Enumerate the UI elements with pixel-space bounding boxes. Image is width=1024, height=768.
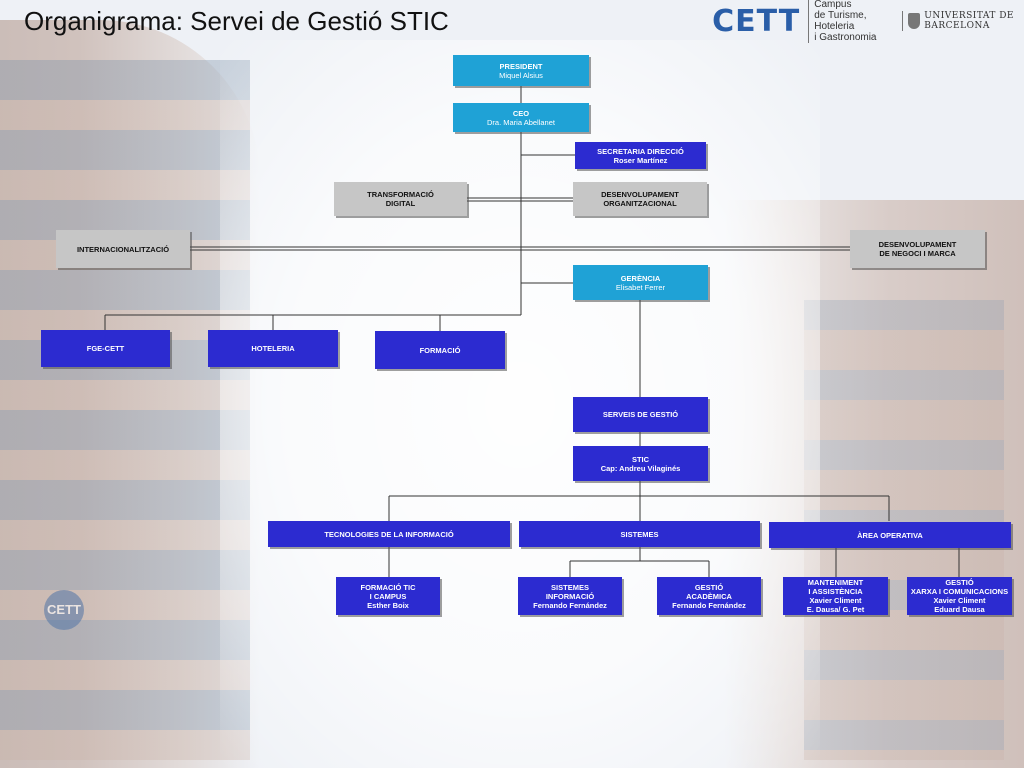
node-internacionalitzacio: INTERNACIONALITZACIÓ <box>56 230 190 268</box>
node-person: Cap: Andreu Vilaginés <box>600 463 681 473</box>
node-person: Dra. Maria Abellanet <box>487 117 555 127</box>
node-transformacio-digital: TRANSFORMACIÓ DIGITAL <box>334 182 467 216</box>
node-person: Eduard Dausa <box>934 605 985 614</box>
node-person: Xavier Climent <box>809 596 862 605</box>
node-stic: STIC Cap: Andreu Vilaginés <box>573 446 708 481</box>
node-title: SISTEMES <box>620 529 659 539</box>
node-title: GESTIÓ <box>694 582 724 592</box>
node-desenvolupament-organitzacional: DESENVOLUPAMENT ORGANITZACIONAL <box>573 182 707 216</box>
node-person: Elisabet Ferrer <box>615 282 666 292</box>
node-secretaria-direccio: SECRETARIA DIRECCIÓ Roser Martínez <box>575 142 706 169</box>
node-desenvolupament-negoci: DESENVOLUPAMENT DE NEGOCI I MARCA <box>850 230 985 268</box>
node-title: PRESIDENT <box>499 61 543 71</box>
node-title: TRANSFORMACIÓ <box>367 190 434 199</box>
node-title: SISTEMES <box>551 582 589 592</box>
node-title: ACADÈMICA <box>686 591 732 601</box>
node-title: DESENVOLUPAMENT <box>878 240 957 249</box>
node-title: XARXA I COMUNICACIONS <box>910 587 1009 596</box>
campus-line: Campus <box>814 0 852 10</box>
node-person: E. Dausa/ G. Pet <box>806 605 865 614</box>
ub-line: BARCELONA <box>924 21 990 31</box>
node-title: DIGITAL <box>385 199 416 208</box>
node-fge-cett: FGE-CETT <box>41 330 170 367</box>
node-person: Fernando Fernández <box>672 600 746 610</box>
node-title: CEO <box>512 108 530 118</box>
node-title: I ASSISTÈNCIA <box>808 587 863 596</box>
node-title: FORMACIÓ <box>419 345 461 355</box>
node-title: GERÈNCIA <box>620 273 661 283</box>
node-title: DE NEGOCI I MARCA <box>879 249 956 258</box>
node-gestio-academica: GESTIÓ ACADÈMICA Fernando Fernández <box>657 577 761 615</box>
cett-ub-logo: CETT Campus de Turisme, Hoteleria i Gast… <box>712 0 1014 43</box>
node-title: INTERNACIONALITZACIÓ <box>76 244 170 254</box>
node-title: SERVEIS DE GESTIÓ <box>602 410 679 419</box>
campus-logo-text: Campus de Turisme, Hoteleria i Gastronom… <box>808 0 896 43</box>
node-title: INFORMACIÓ <box>545 591 595 601</box>
node-president: PRESIDENT Miquel Alsius <box>453 55 589 86</box>
node-title: HOTELERIA <box>251 344 295 353</box>
node-title: FGE-CETT <box>86 344 125 353</box>
node-person: Xavier Climent <box>933 596 986 605</box>
node-gerencia: GERÈNCIA Elisabet Ferrer <box>573 265 708 300</box>
node-person: Roser Martínez <box>613 155 668 165</box>
cett-logo-text: CETT <box>712 3 801 39</box>
node-person: Esther Boix <box>367 600 409 610</box>
page-title: Organigrama: Servei de Gestió STIC <box>24 6 449 36</box>
background-cett-badge: CETT <box>44 590 84 630</box>
node-title: ÀREA OPERATIVA <box>857 530 923 540</box>
node-title: TECNOLOGIES DE LA INFORMACIÓ <box>324 529 454 539</box>
node-title: SECRETARIA DIRECCIÓ <box>597 146 684 156</box>
node-title: STIC <box>631 454 650 464</box>
node-formacio-tic-campus: FORMACIÓ TIC I CAMPUS Esther Boix <box>336 577 440 615</box>
node-ceo: CEO Dra. Maria Abellanet <box>453 103 589 132</box>
campus-line: de Turisme, Hoteleria <box>814 10 867 32</box>
node-serveis-de-gestio: SERVEIS DE GESTIÓ <box>573 397 708 432</box>
node-formacio: FORMACIÓ <box>375 331 505 369</box>
node-title: FORMACIÓ TIC <box>360 582 416 592</box>
node-title: MANTENIMENT <box>807 578 864 587</box>
node-sistemes: SISTEMES <box>519 521 760 547</box>
background-building-left <box>0 20 260 768</box>
node-title: GESTIÓ <box>945 578 974 587</box>
node-title: I CAMPUS <box>369 591 407 601</box>
background-building-left-windows <box>0 60 250 760</box>
node-person: Miquel Alsius <box>499 70 543 80</box>
campus-line: i Gastronomia <box>814 32 877 43</box>
node-sistemes-informacio: SISTEMES INFORMACIÓ Fernando Fernández <box>518 577 622 615</box>
ub-logo-text: UNIVERSITAT DE BARCELONA <box>924 11 1014 31</box>
node-person: Fernando Fernández <box>533 600 607 610</box>
node-title: DESENVOLUPAMENT <box>601 190 679 199</box>
node-title: ORGANITZACIONAL <box>603 199 677 208</box>
node-hoteleria: HOTELERIA <box>208 330 338 367</box>
ub-line: UNIVERSITAT DE <box>924 11 1014 21</box>
ub-shield-icon <box>908 13 921 29</box>
node-tecnologies-informacio: TECNOLOGIES DE LA INFORMACIÓ <box>268 521 510 547</box>
ub-logo: UNIVERSITAT DE BARCELONA <box>902 11 1014 31</box>
background-fade <box>220 40 820 768</box>
node-manteniment-assistencia: MANTENIMENT I ASSISTÈNCIA Xavier Climent… <box>783 577 888 615</box>
node-xarxa-comunicacions: GESTIÓ XARXA I COMUNICACIONS Xavier Clim… <box>907 577 1012 615</box>
node-area-operativa: ÀREA OPERATIVA <box>769 522 1011 548</box>
